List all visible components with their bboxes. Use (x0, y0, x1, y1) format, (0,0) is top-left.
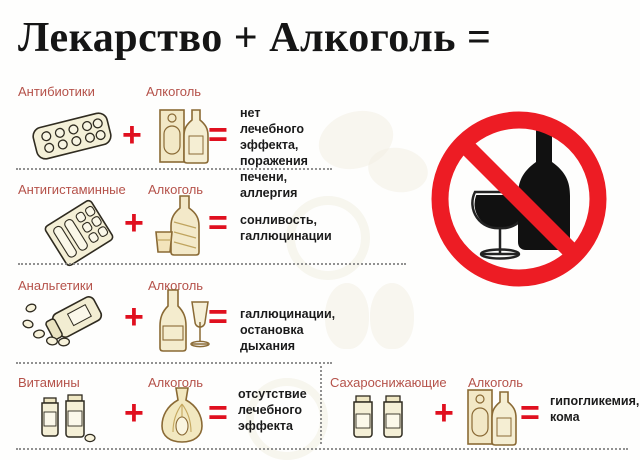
row-divider (16, 362, 332, 364)
equals-sign: = (208, 116, 228, 154)
equals-sign: = (208, 298, 228, 336)
spilled-pill-bottle-icon (22, 296, 118, 350)
vodka-box-and-bottle-icon (158, 102, 214, 164)
equals-sign: = (208, 204, 228, 242)
alcohol-label: Алкоголь (148, 182, 204, 197)
plus-sign: + (124, 204, 144, 242)
alcohol-label: Алкоголь (146, 84, 202, 99)
drug-label: Сахароснижающие (330, 375, 447, 390)
drug-label: Анальгетики (18, 278, 93, 293)
alcohol-label: Алкоголь (148, 375, 204, 390)
alcohol-label: Алкоголь (148, 278, 204, 293)
drug-label: Антигистаминные (18, 182, 126, 197)
bottom-divider (16, 448, 628, 450)
outcome-text: гипогликемия, кома (550, 394, 640, 424)
column-divider (320, 366, 322, 444)
equals-sign: = (520, 394, 540, 432)
outcome-text: нет лечебного эффекта, поражения печени,… (240, 106, 308, 200)
plus-sign: + (122, 116, 142, 154)
no-alcohol-sign (424, 104, 614, 294)
page-title: Лекарство + Алкоголь = (18, 15, 492, 61)
blister-pack-icon (26, 108, 118, 164)
wine-flask-icon (158, 386, 206, 444)
alcohol-label: Алкоголь (468, 375, 524, 390)
medicine-vials-icon (348, 392, 420, 444)
champagne-bottle-and-flute-icon (156, 288, 212, 352)
row-divider (18, 263, 406, 265)
plus-sign: + (434, 394, 454, 432)
plus-sign: + (124, 394, 144, 432)
outcome-text: галлюцинации, остановка дыхания (240, 307, 336, 353)
watermark-lung-right (370, 283, 414, 349)
watermark-blob (364, 143, 432, 197)
whiskey-bottle-and-glass-icon (152, 192, 208, 256)
vitamin-jars-icon (36, 392, 106, 444)
row-divider (16, 168, 332, 170)
drug-label: Антибиотики (18, 84, 95, 99)
equals-sign: = (208, 394, 228, 432)
pill-blister-card-icon (38, 199, 120, 267)
outcome-text: отсутствие лечебного эффекта (238, 387, 307, 433)
watermark-blob (311, 101, 401, 179)
drug-label: Витамины (18, 375, 80, 390)
vodka-box-and-bottle-icon (466, 384, 522, 446)
outcome-text: сонливость, галлюцинации (240, 213, 332, 243)
plus-sign: + (124, 298, 144, 336)
